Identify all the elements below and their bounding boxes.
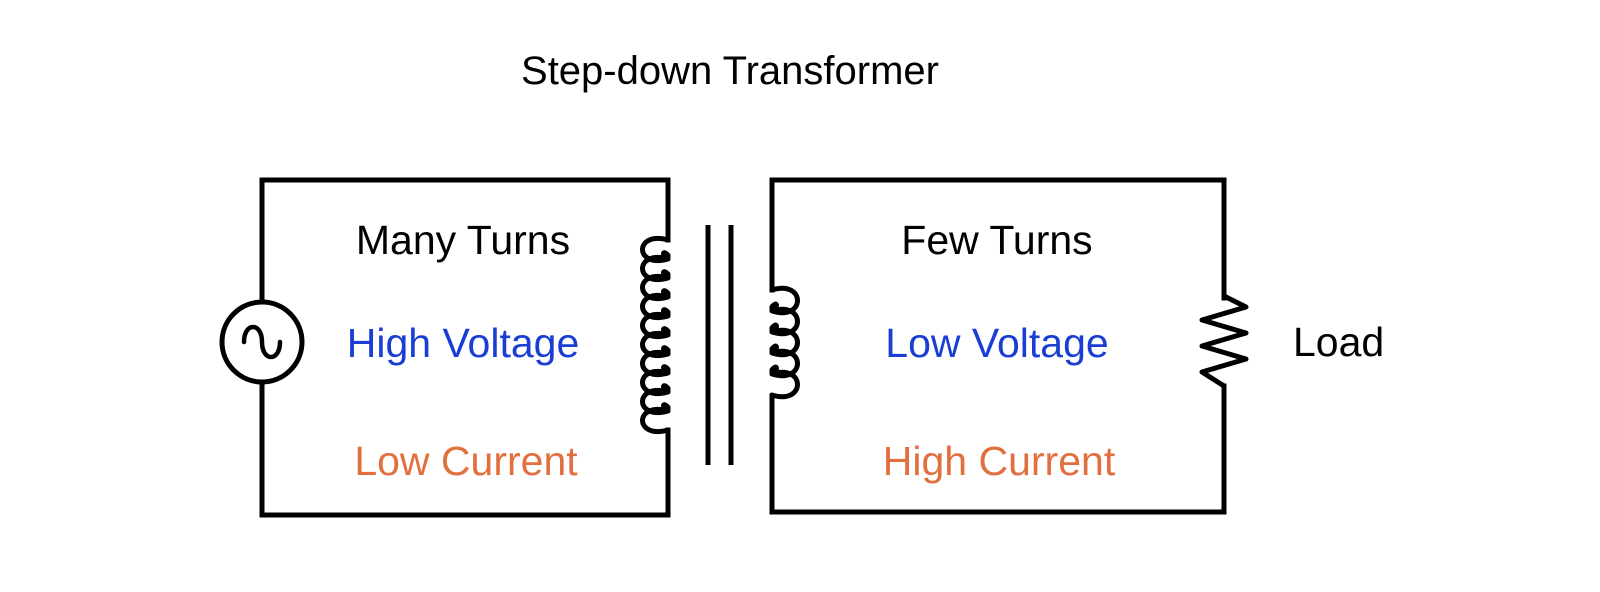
- resistor-icon: [1199, 293, 1249, 389]
- primary-turns-label: Many Turns: [356, 217, 570, 263]
- load-label: Load: [1293, 319, 1384, 365]
- secondary-circuit-wire: [769, 177, 1227, 515]
- diagram-title: Step-down Transformer: [521, 49, 939, 93]
- secondary-coil-icon: [769, 285, 800, 400]
- primary-circuit-wire: [259, 177, 671, 518]
- primary-voltage-label: High Voltage: [347, 320, 580, 366]
- primary-current-label: Low Current: [354, 438, 578, 484]
- ac-source-icon: [219, 299, 305, 385]
- secondary-voltage-label: Low Voltage: [885, 320, 1108, 366]
- secondary-current-label: High Current: [883, 438, 1116, 484]
- secondary-turns-label: Few Turns: [901, 217, 1092, 263]
- transformer-core-icon: [705, 225, 734, 465]
- primary-coil-icon: [640, 236, 671, 434]
